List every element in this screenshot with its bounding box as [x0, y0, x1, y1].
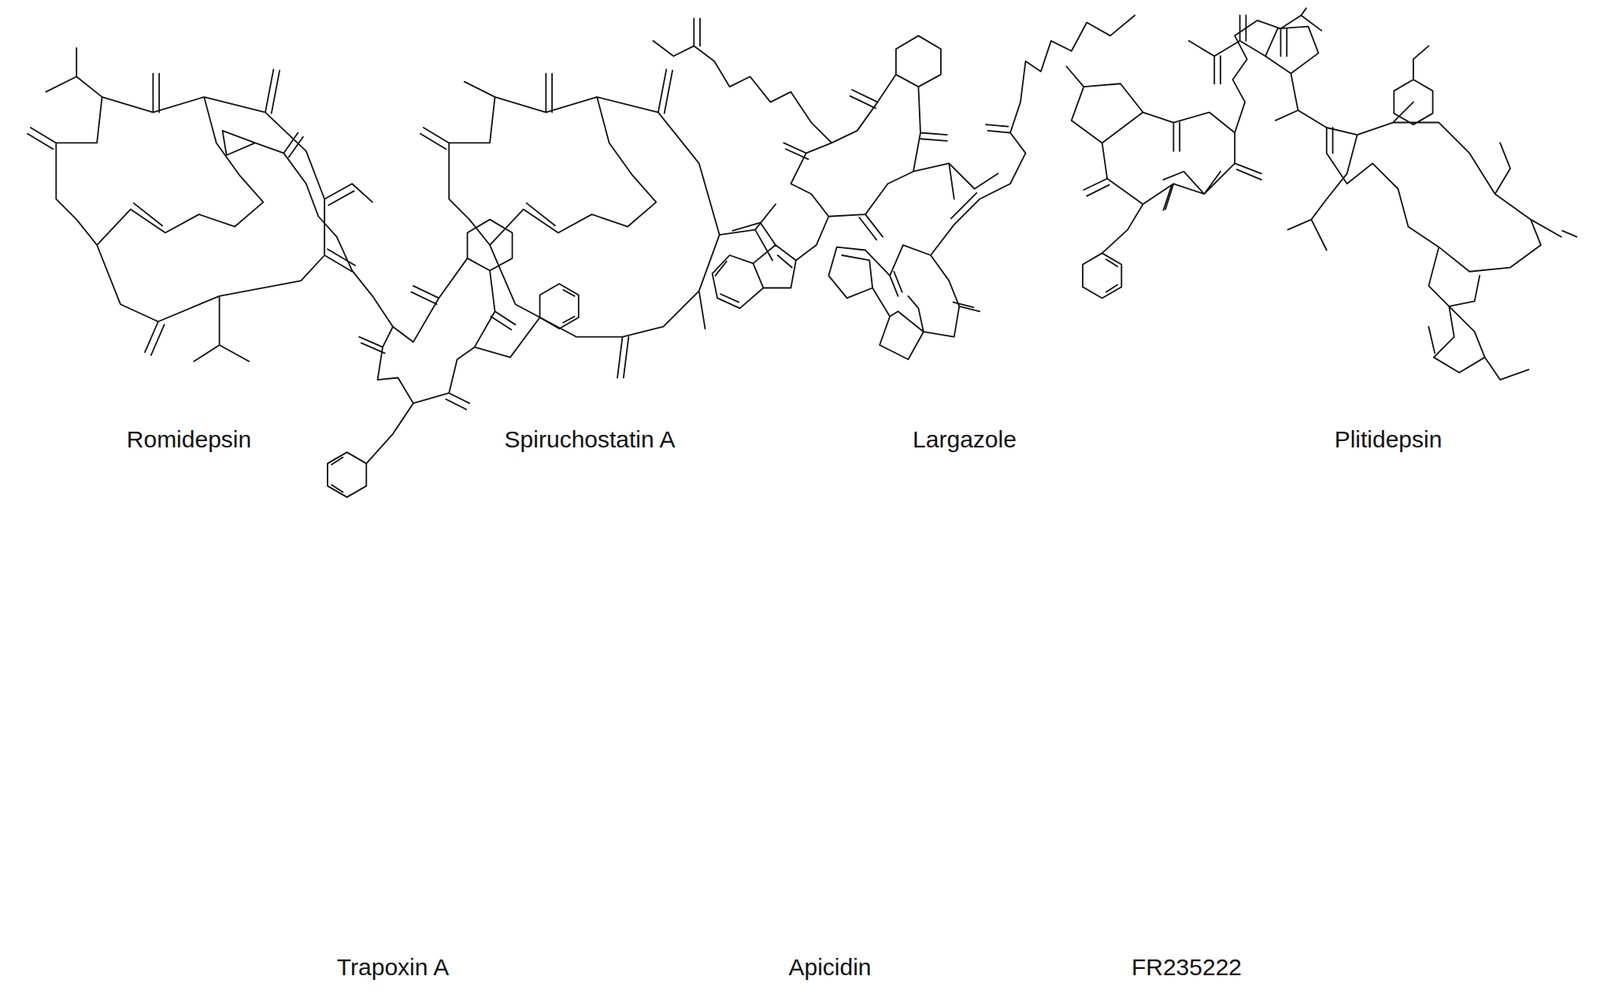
double-bond-lines: [27, 70, 356, 356]
compound-name: Largazole: [912, 425, 1017, 454]
compound-name: Plitidepsin: [1334, 425, 1443, 454]
double-bond-lines: [1220, 14, 1577, 353]
bond-lines: [30, 48, 373, 362]
bond-lines: [1188, 14, 1562, 380]
double-bond-lines: [1086, 28, 1287, 292]
compound-name: Romidepsin: [126, 425, 252, 454]
compound-name: Spiruchostatin A: [504, 425, 676, 454]
plitidepsin-structure: [1188, 14, 1577, 380]
compound-name: Trapoxin A: [337, 952, 449, 982]
fr235222-structure: [1066, 7, 1322, 298]
bond-lines: [652, 18, 998, 308]
bond-lines: [1066, 7, 1322, 298]
double-bond-lines: [700, 18, 948, 302]
double-bond-lines: [893, 124, 1008, 308]
compound-name: FR235222: [1131, 952, 1242, 982]
compound-name: Apicidin: [788, 952, 871, 982]
apicidin-structure: [652, 18, 998, 308]
double-bond-lines: [420, 70, 673, 378]
spiruchostatin-structure: [420, 69, 776, 378]
bond-lines: [423, 69, 776, 378]
romidepsin-structure: [27, 48, 373, 362]
